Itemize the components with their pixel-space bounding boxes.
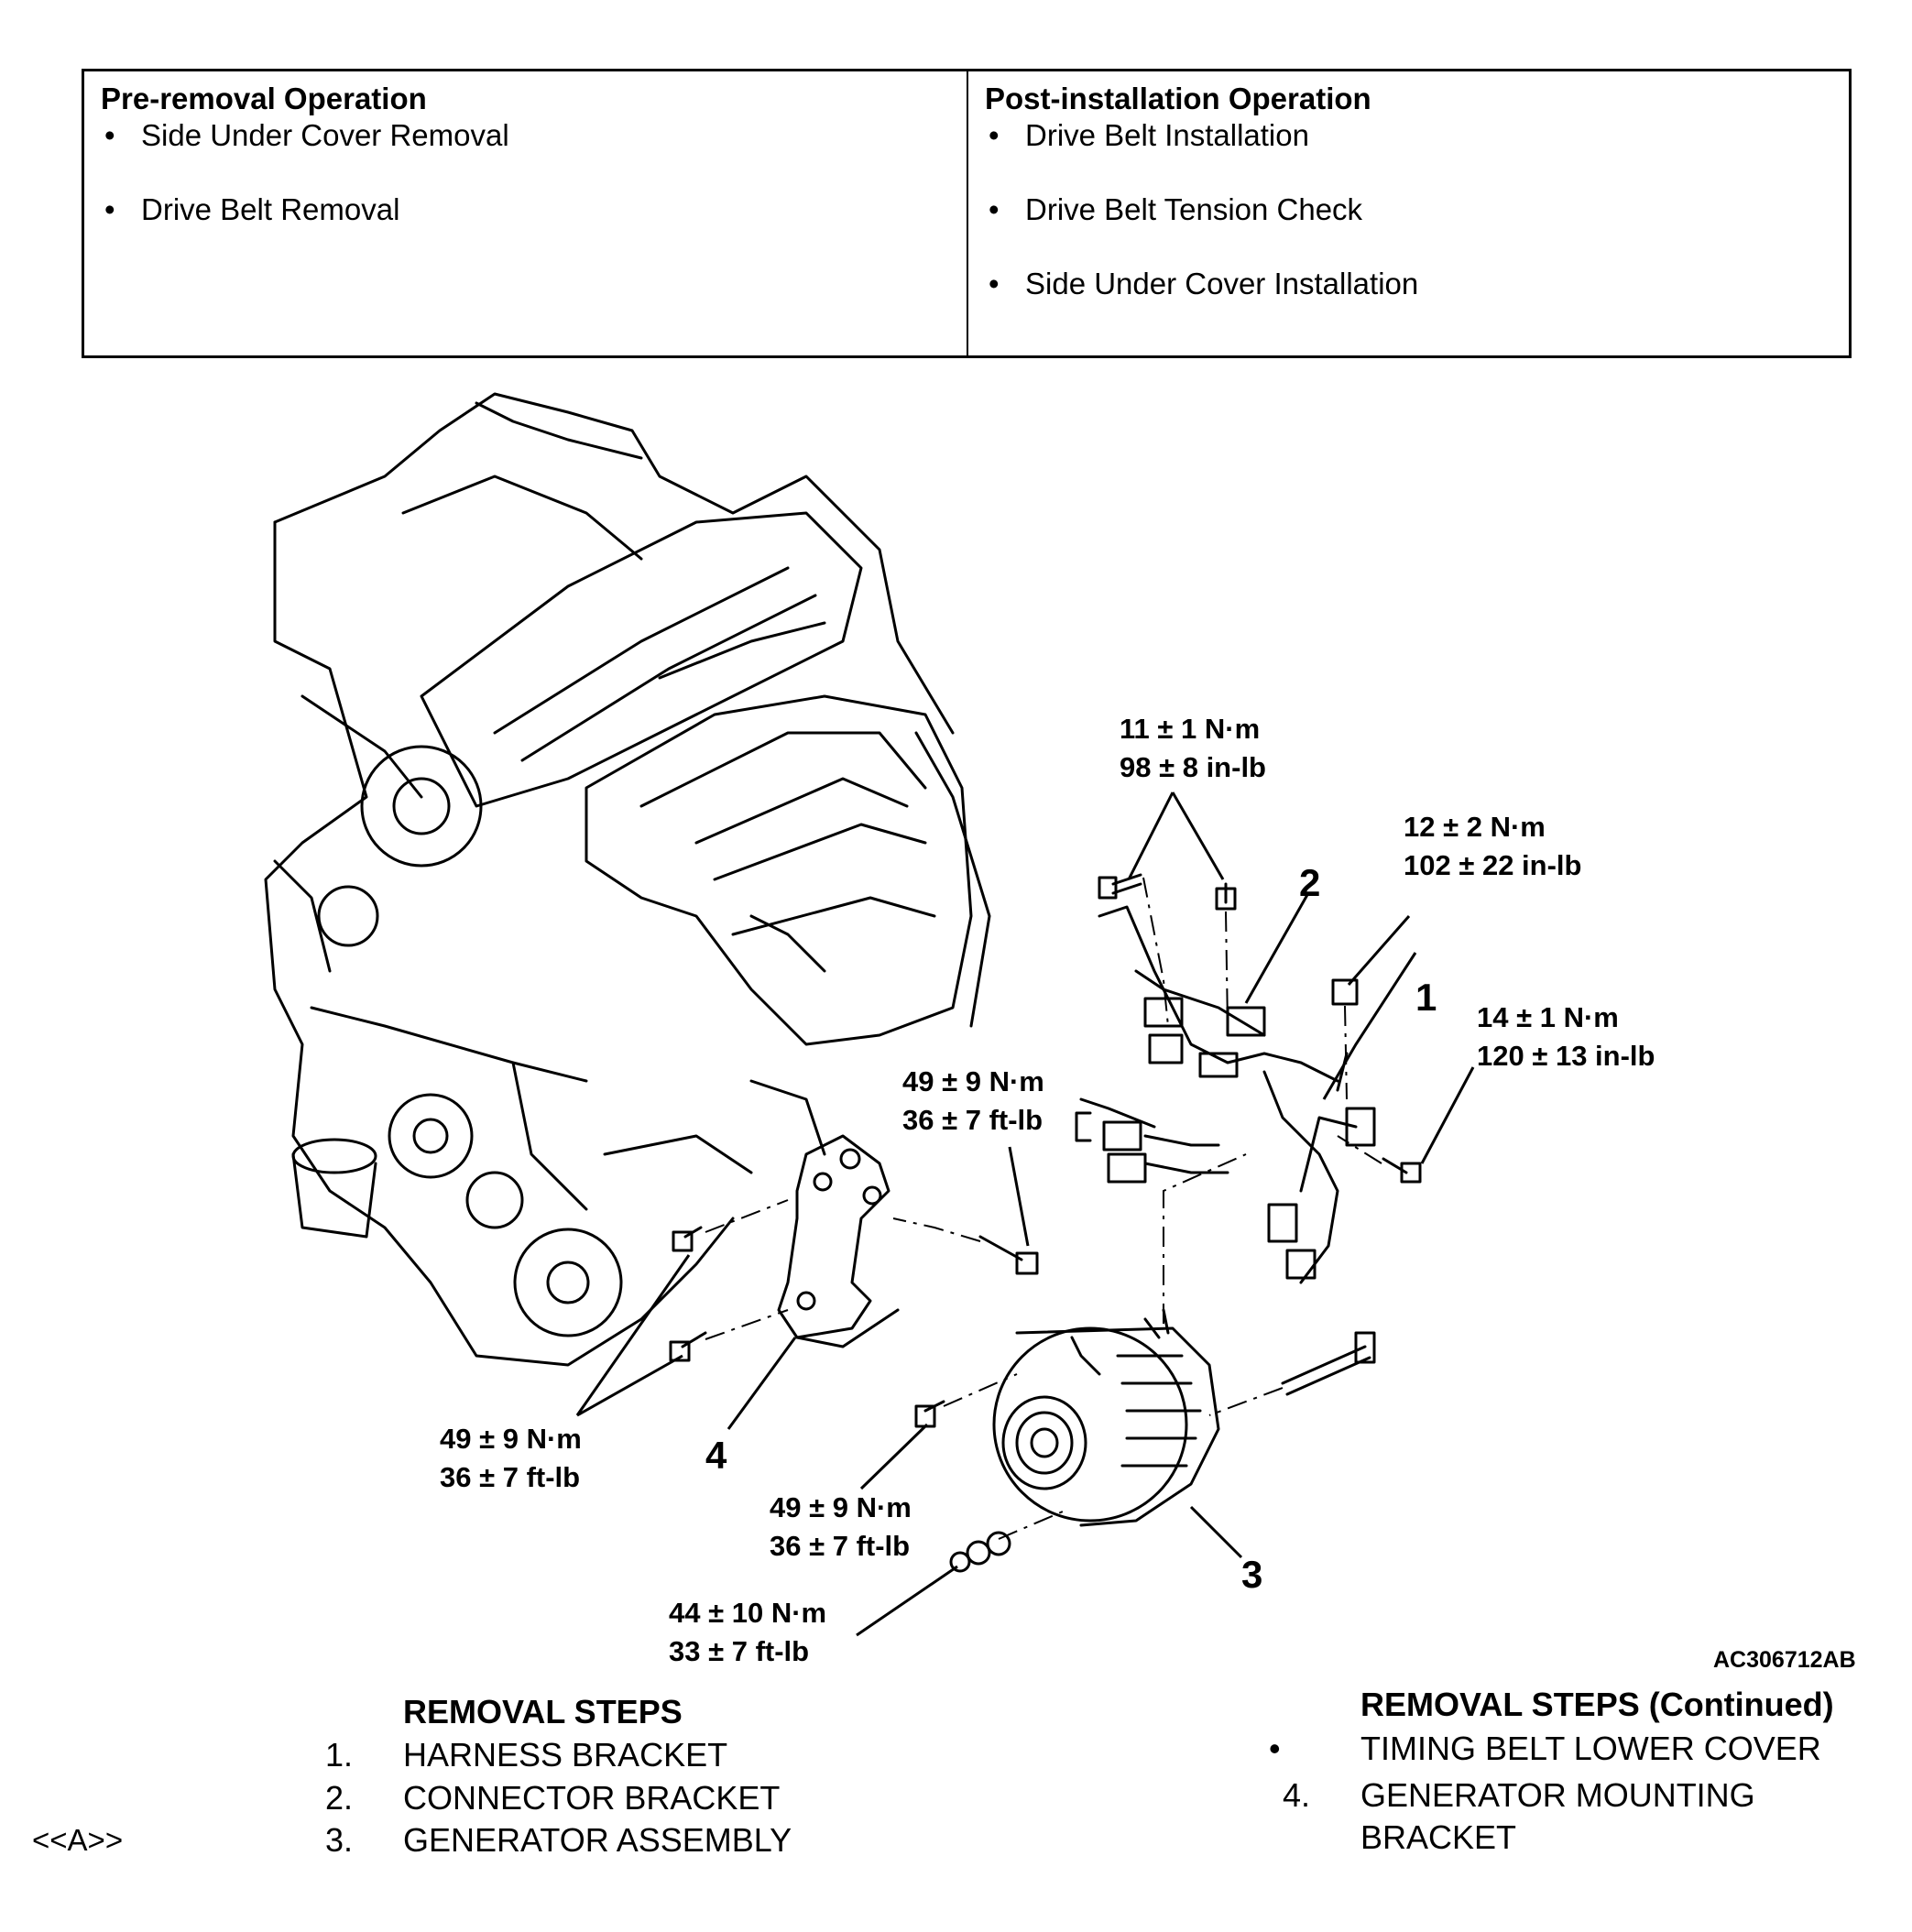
pre-removal-item: Drive Belt Removal (101, 191, 950, 228)
callout-1: 1 (1415, 976, 1437, 1019)
torque-imperial: 120 ± 13 in-lb (1477, 1040, 1655, 1072)
post-installation-column: Post-installation Operation Drive Belt I… (967, 71, 1849, 355)
step-text: HARNESS BRACKET (403, 1736, 728, 1774)
step-number: 4. (1283, 1776, 1311, 1814)
post-installation-item: Drive Belt Tension Check (985, 191, 1832, 228)
torque-metric: 44 ± 10 N·m (669, 1597, 827, 1629)
step-number: 1. (325, 1736, 354, 1774)
pre-removal-column: Pre-removal Operation Side Under Cover R… (84, 71, 967, 355)
bolts (669, 873, 1422, 1573)
post-installation-item: Side Under Cover Installation (985, 266, 1832, 302)
generator-assembly (992, 1308, 1220, 1527)
torque-metric: 14 ± 1 N·m (1477, 1001, 1619, 1033)
callout-4: 4 (705, 1434, 727, 1477)
torque-metric: 12 ± 2 N·m (1404, 811, 1546, 843)
step-text: GENERATOR ASSEMBLY (403, 1821, 792, 1859)
post-installation-title: Post-installation Operation (985, 82, 1371, 115)
callout-3: 3 (1241, 1553, 1263, 1596)
procedure-ref-mark: <<A>> (32, 1823, 124, 1857)
torque-connector-bracket-bolts: 11 ± 1 N·m 98 ± 8 in-lb (1120, 710, 1266, 787)
removal-step: 2. CONNECTOR BRACKET (0, 1777, 916, 1819)
engine-block (264, 392, 991, 1367)
torque-imperial: 98 ± 8 in-lb (1120, 751, 1266, 783)
torque-metric: 49 ± 9 N·m (440, 1423, 582, 1455)
torque-imperial: 33 ± 7 ft-lb (669, 1635, 810, 1667)
removal-steps-continued-title: REMOVAL STEPS (Continued) (1360, 1686, 1834, 1723)
operations-table: Pre-removal Operation Side Under Cover R… (82, 69, 1852, 358)
torque-metric: 11 ± 1 N·m (1120, 713, 1261, 745)
torque-harness-bracket-bolt: 14 ± 1 N·m 120 ± 13 in-lb (1477, 999, 1655, 1075)
torque-imperial: 36 ± 7 ft-lb (440, 1461, 581, 1493)
removal-steps-title: REMOVAL STEPS (403, 1693, 683, 1730)
torque-generator-bolt: 49 ± 9 N·m 36 ± 7 ft-lb (770, 1489, 912, 1566)
torque-metric: 49 ± 9 N·m (770, 1491, 912, 1523)
removal-step: 1. HARNESS BRACKET (0, 1734, 916, 1776)
step-number: 3. (325, 1821, 354, 1859)
step-number: 2. (325, 1779, 354, 1817)
connector-bracket (1079, 905, 1376, 1284)
figure-code: AC306712AB (1713, 1647, 1856, 1673)
step-text: GENERATOR MOUNTING (1360, 1776, 1755, 1814)
removal-step-continuation: BRACKET (0, 1817, 1912, 1859)
removal-step: • TIMING BELT LOWER COVER (0, 1728, 1912, 1770)
post-installation-item: Drive Belt Installation (985, 117, 1832, 154)
torque-harness-nut: 12 ± 2 N·m 102 ± 22 in-lb (1404, 808, 1581, 885)
torque-imperial: 36 ± 7 ft-lb (902, 1104, 1043, 1136)
step-bullet: • (1269, 1730, 1281, 1767)
step-text: CONNECTOR BRACKET (403, 1779, 781, 1817)
torque-mount-bracket-upper-bolt: 49 ± 9 N·m 36 ± 7 ft-lb (902, 1063, 1044, 1140)
pre-removal-title: Pre-removal Operation (101, 82, 427, 115)
generator-mounting-bracket (777, 1134, 900, 1348)
torque-imperial: 102 ± 22 in-lb (1404, 849, 1582, 881)
torque-imperial: 36 ± 7 ft-lb (770, 1530, 911, 1562)
bracket-brace (1075, 1111, 1092, 1142)
pre-removal-item: Side Under Cover Removal (101, 117, 950, 154)
step-text: TIMING BELT LOWER COVER (1360, 1730, 1821, 1767)
torque-metric: 49 ± 9 N·m (902, 1065, 1044, 1097)
step-text: BRACKET (1360, 1818, 1517, 1856)
removal-step: <<A>> 3. GENERATOR ASSEMBLY (0, 1819, 916, 1861)
callout-2: 2 (1299, 861, 1321, 904)
torque-generator-nut: 44 ± 10 N·m 33 ± 7 ft-lb (669, 1594, 826, 1671)
removal-step: 4. GENERATOR MOUNTING (0, 1774, 1912, 1817)
torque-mount-bracket-lower-bolts: 49 ± 9 N·m 36 ± 7 ft-lb (440, 1420, 582, 1497)
